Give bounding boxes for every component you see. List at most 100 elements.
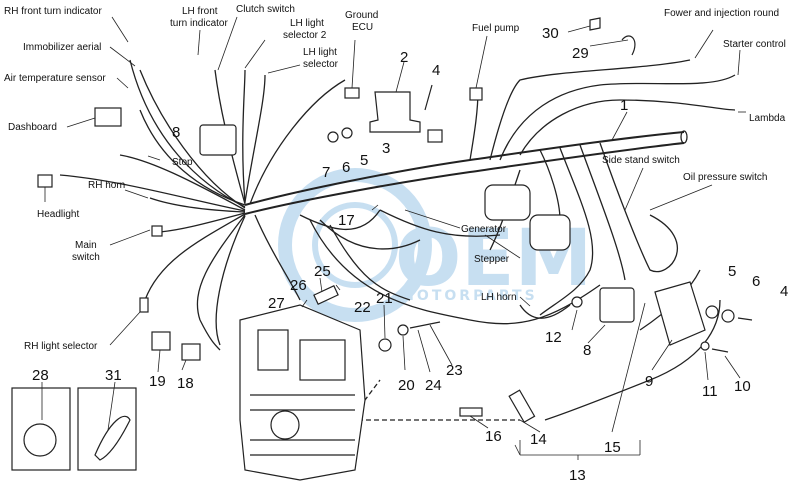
label-lambda: Lambda bbox=[749, 113, 786, 124]
watermark-inner-ring bbox=[312, 202, 398, 288]
components bbox=[11, 17, 753, 471]
leader-lines bbox=[41, 16, 746, 460]
part-number-22: 22 bbox=[354, 299, 371, 316]
dashboard-connector bbox=[94, 107, 122, 127]
part-number-31: 31 bbox=[105, 367, 122, 384]
relay-8 bbox=[199, 124, 237, 156]
part-number-1: 1 bbox=[620, 97, 628, 114]
part-number-25: 25 bbox=[314, 263, 331, 280]
part-number-28: 28 bbox=[32, 367, 49, 384]
bolt-4 bbox=[424, 84, 433, 111]
part-number-6: 6 bbox=[342, 159, 350, 176]
clip-29 bbox=[621, 35, 636, 56]
label-starter-control: Starter control bbox=[723, 39, 786, 50]
watermark-ring bbox=[278, 168, 432, 322]
label-stepper: Stepper bbox=[474, 254, 510, 265]
part-number-8-right: 8 bbox=[583, 342, 591, 359]
label-lh-light-selector-2-line1: LH light bbox=[290, 18, 324, 29]
ground-ecu-connector bbox=[344, 87, 360, 99]
part-number-26: 26 bbox=[290, 277, 307, 294]
part-number-4-right: 4 bbox=[780, 283, 788, 300]
throttle-body bbox=[484, 184, 531, 221]
main-harness bbox=[59, 59, 736, 421]
label-lh-front-turn-indicator-line1: LH front bbox=[182, 6, 218, 17]
part-number-21: 21 bbox=[376, 290, 393, 307]
part-number-10: 10 bbox=[734, 378, 751, 395]
watermark-tagline: MOTORPARTS bbox=[400, 288, 538, 304]
washer-5 bbox=[327, 131, 339, 143]
stepper-body bbox=[529, 214, 571, 251]
part-number-23: 23 bbox=[446, 362, 463, 379]
nut-6 bbox=[341, 127, 353, 139]
part-number-18: 18 bbox=[177, 375, 194, 392]
label-headlight: Headlight bbox=[37, 209, 79, 220]
part-number-27: 27 bbox=[268, 295, 285, 312]
label-side-stand-switch: Side stand switch bbox=[602, 155, 680, 166]
label-generator: Generator bbox=[461, 224, 507, 235]
label-dashboard: Dashboard bbox=[8, 122, 57, 133]
label-lh-light-selector-line2: selector bbox=[303, 59, 339, 70]
label-lh-front-turn-indicator-line2: turn indicator bbox=[170, 18, 228, 29]
label-air-temperature-sensor: Air temperature sensor bbox=[4, 73, 106, 84]
part-number-16: 16 bbox=[485, 428, 502, 445]
relay-18 bbox=[181, 343, 201, 361]
washer-6-right bbox=[721, 309, 735, 323]
sensor-26 bbox=[313, 285, 339, 305]
label-lh-horn: LH horn bbox=[481, 292, 517, 303]
watermark: OEM MOTORPARTS bbox=[278, 168, 592, 322]
connector-3 bbox=[427, 129, 443, 143]
headlight-connector bbox=[37, 174, 53, 188]
part-number-24: 24 bbox=[425, 377, 442, 394]
washer-12 bbox=[571, 296, 583, 308]
part-numbers: 1 2 3 4 5 6 7 8 9 10 11 12 13 14 15 16 1… bbox=[32, 25, 788, 484]
bolt-10 bbox=[711, 348, 729, 353]
part-number-6-right: 6 bbox=[752, 273, 760, 290]
label-oil-pressure-switch: Oil pressure switch bbox=[683, 172, 767, 183]
box-31 bbox=[77, 387, 137, 471]
spark-plug-cap bbox=[508, 389, 536, 424]
rh-light-selector-connector bbox=[139, 297, 149, 313]
part-number-17: 17 bbox=[338, 212, 355, 229]
bolt-23 bbox=[409, 321, 441, 329]
cable-tie-31 bbox=[94, 415, 131, 461]
part-20 bbox=[397, 324, 409, 336]
part-number-15: 15 bbox=[604, 439, 621, 456]
engine-crankcase bbox=[299, 339, 346, 381]
coil-bracket bbox=[654, 281, 706, 346]
washer-11 bbox=[700, 341, 710, 351]
ignition-coil bbox=[599, 287, 635, 323]
label-rh-light-selector: RH light selector bbox=[24, 341, 98, 352]
ecu-bracket bbox=[369, 91, 421, 133]
part-number-5-right: 5 bbox=[728, 263, 736, 280]
part-number-9: 9 bbox=[645, 373, 653, 390]
part-number-20: 20 bbox=[398, 377, 415, 394]
cable-tie-28 bbox=[23, 423, 57, 457]
part-number-12: 12 bbox=[545, 329, 562, 346]
part-number-19: 19 bbox=[149, 373, 166, 390]
engine-block bbox=[239, 304, 366, 481]
label-immobilizer-aerial: Immobilizer aerial bbox=[23, 42, 101, 53]
label-ground-ecu-line1: Ground bbox=[345, 10, 378, 21]
part-number-30: 30 bbox=[542, 25, 559, 42]
label-clutch-switch: Clutch switch bbox=[236, 4, 295, 15]
spacer-5-right bbox=[705, 305, 719, 319]
part-number-2: 2 bbox=[400, 49, 408, 66]
label-main-switch-line1: Main bbox=[75, 240, 97, 251]
label-rh-horn: RH horn bbox=[88, 180, 125, 191]
washer-22 bbox=[378, 338, 392, 352]
bolt-4-right bbox=[737, 317, 753, 321]
spark-plug bbox=[459, 407, 483, 417]
label-rh-front-turn-indicator: RH front turn indicator bbox=[4, 6, 102, 17]
part-number-5: 5 bbox=[360, 152, 368, 169]
part-number-7: 7 bbox=[322, 164, 330, 181]
box-28 bbox=[11, 387, 71, 471]
label-power-injection-round: Fower and injection round bbox=[664, 8, 779, 19]
text-labels: RH front turn indicator Immobilizer aeri… bbox=[4, 4, 786, 352]
part-number-13: 13 bbox=[569, 467, 586, 484]
part-number-3: 3 bbox=[382, 140, 390, 157]
part-number-14: 14 bbox=[530, 431, 547, 448]
label-lh-light-selector-line1: LH light bbox=[303, 47, 337, 58]
label-ground-ecu-line2: ECU bbox=[352, 22, 373, 33]
label-lh-light-selector-2-line2: selector 2 bbox=[283, 30, 327, 41]
